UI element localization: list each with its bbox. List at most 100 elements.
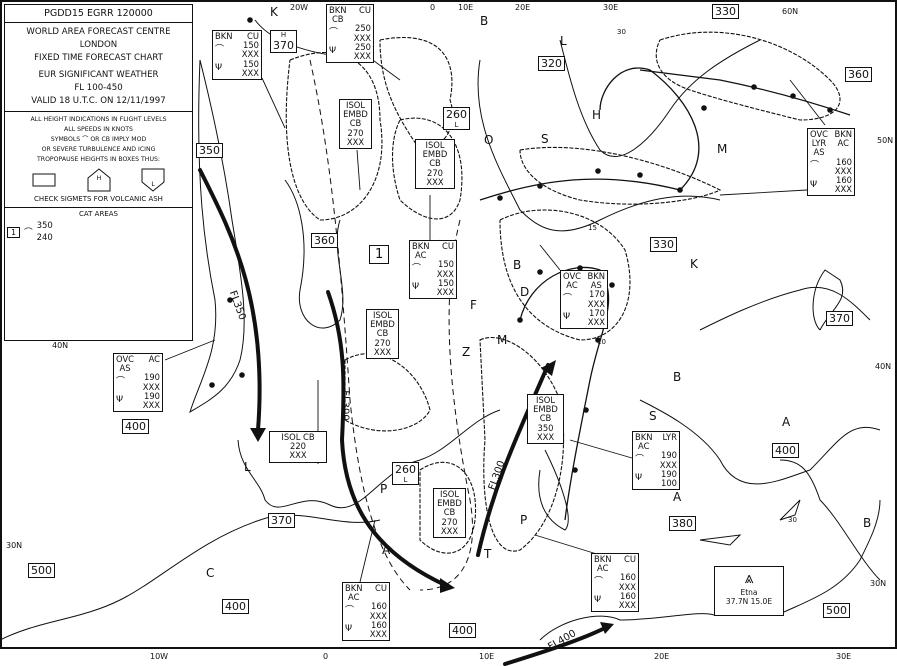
turbulence-icon: ⌒ (810, 161, 820, 172)
ice-level: 160 (620, 590, 636, 601)
front-marker (537, 183, 543, 189)
cat-area-marker: 1 (369, 245, 390, 264)
cloud-box-line: CB (349, 118, 362, 129)
icing-icon: Ψ (345, 624, 353, 635)
front-marker (517, 317, 523, 323)
jet-stream-fl300-west (326, 290, 447, 587)
legend-notes: ALL HEIGHT INDICATIONS IN FLIGHT LEVELS … (5, 112, 192, 208)
pressure-centre: B (480, 14, 489, 28)
header-line: WORLD AREA FORECAST CENTRE (26, 27, 171, 37)
turb-level: 190 (661, 450, 677, 461)
cloud-box-line: CB (429, 158, 441, 169)
tropopause-height-box: 330 (650, 237, 677, 252)
cloud-cover-line: BKN (412, 241, 430, 251)
pressure-centre: K (270, 5, 278, 19)
front-marker (701, 105, 707, 111)
cloud-type: LYR (663, 432, 678, 451)
ice-level: 170 (589, 307, 605, 318)
cloud-type-line: AC (148, 354, 160, 364)
ice-level: 190 (144, 390, 160, 401)
jet-arrowhead (541, 360, 556, 376)
cat-base: 240 (36, 233, 53, 243)
pressure-centre: P (380, 482, 388, 496)
grid-label: 10W (150, 652, 169, 661)
pressure-centre: O (484, 133, 494, 147)
turb-level: 150 (243, 40, 259, 51)
grid-label: 30E (603, 3, 619, 12)
tropopause-height-box: 400 (122, 419, 149, 434)
ice-level: 150 (243, 58, 259, 69)
front-marker (827, 107, 833, 113)
turbulence-icon: ⌒ (412, 264, 422, 274)
pressure-centre: H (592, 108, 602, 122)
icing-icon: Ψ (412, 282, 420, 293)
pressure-centre: D (520, 285, 530, 299)
cloud-cover-line: CB (331, 14, 344, 25)
turb-level: XXX (369, 610, 387, 621)
cloud-box-line: ISOL CB (281, 432, 315, 442)
turb-level: 170 (589, 289, 605, 300)
cloud-cover-line: AC (566, 280, 578, 291)
spot-label: 30 (788, 516, 797, 524)
grid-label: 20E (654, 652, 670, 661)
tropopause-value: 260 (395, 463, 416, 476)
grid-label: 0 (430, 3, 436, 12)
cloud-box-line: XXX (426, 176, 444, 187)
tropopause-value: 400 (225, 600, 246, 613)
grid-label: 40N (875, 362, 892, 371)
volcano-icon: ⩓ (744, 568, 754, 587)
tropopause-value: 370 (271, 514, 292, 527)
front-marker (751, 84, 757, 90)
icing-icon: Ψ (810, 179, 818, 190)
front-marker (209, 382, 215, 388)
ice-level: XXX (618, 600, 636, 611)
cloud-cover-line: BKN (635, 432, 653, 442)
tropopause-height-box: 400 (222, 599, 249, 614)
legend-note: TROPOPAUSE HEIGHTS IN BOXES THUS: (36, 156, 160, 163)
pressure-centre: A (782, 415, 791, 429)
icing-icon: Ψ (215, 63, 223, 74)
ice-level: 150 (438, 277, 454, 288)
tropopause-value: 370 (829, 312, 850, 325)
front-marker (609, 282, 615, 288)
cloud-cover-line: BKN (215, 31, 233, 41)
cloud-box-line: EMBD (370, 319, 395, 330)
front-marker (247, 17, 253, 23)
cloud-cover-line: OVC (563, 271, 582, 281)
pressure-centre: M (717, 142, 728, 156)
turbulence-icon: ⌒ (635, 455, 645, 465)
turbulence-icon: ⌒ (563, 294, 573, 304)
cloud-type-line: CU (624, 554, 636, 564)
icing-icon: Ψ (594, 595, 602, 606)
turb-level: 250 (355, 23, 371, 34)
icing-icon: Ψ (116, 395, 124, 406)
valid-time: VALID 18 U.T.C. ON 12/11/1997 (31, 96, 166, 106)
cloud-box-line: 220 (290, 441, 306, 452)
front-marker (595, 168, 601, 174)
jet-stream-fl300-east (476, 363, 550, 557)
